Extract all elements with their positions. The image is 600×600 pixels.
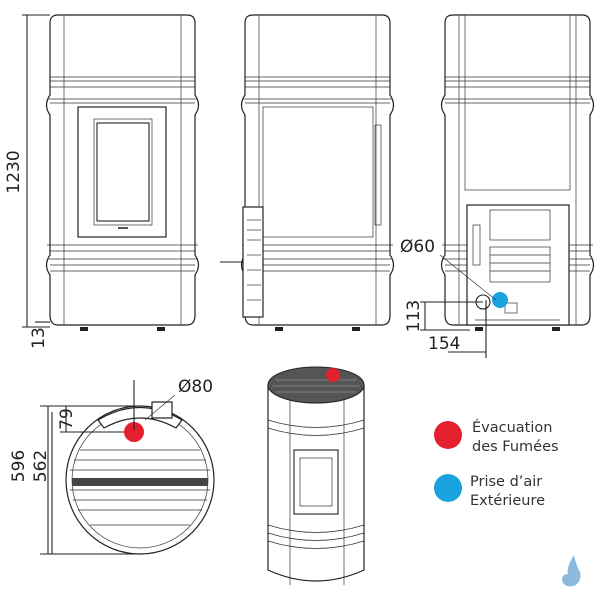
- outlet-height-label: 113: [404, 300, 424, 332]
- height-label: 1230: [4, 150, 24, 193]
- legend: Évacuation des Fumées Prise d’air Extéri…: [434, 419, 559, 509]
- legend-item-air-intake: Prise d’air Extérieure: [434, 474, 545, 509]
- back-view: [440, 14, 595, 332]
- legend-item-exhaust: Évacuation des Fumées: [434, 419, 559, 455]
- side-view: [220, 14, 395, 332]
- perspective-view: [267, 366, 365, 585]
- flue-offset-label: 79: [57, 408, 77, 430]
- outlet-offset-label: 154: [428, 334, 460, 354]
- flue-diameter-label: Ø80: [178, 377, 213, 397]
- back-air-intake-marker: [492, 292, 508, 308]
- outlet-diameter-label: Ø60: [400, 237, 435, 257]
- legend-air-line2: Extérieure: [470, 493, 545, 509]
- top-flue-marker: [124, 422, 144, 442]
- depth-total-label: 596: [9, 450, 29, 482]
- legend-air-line1: Prise d’air: [470, 474, 542, 490]
- perspective-flue-marker: [326, 368, 340, 382]
- height-dimension: 1230 13: [4, 14, 50, 349]
- foot-height-label: 13: [29, 327, 49, 349]
- top-view: Ø80 79 596 562: [9, 377, 215, 555]
- exhaust-color-dot: [434, 421, 462, 449]
- legend-exhaust-line1: Évacuation: [472, 419, 552, 436]
- back-dimensions: Ø60 113 154: [400, 237, 497, 358]
- brand-logo-icon: [562, 555, 581, 587]
- air-intake-color-dot: [434, 474, 462, 502]
- legend-exhaust-line2: des Fumées: [472, 439, 559, 455]
- front-view: [45, 14, 200, 332]
- depth-body-label: 562: [31, 450, 51, 482]
